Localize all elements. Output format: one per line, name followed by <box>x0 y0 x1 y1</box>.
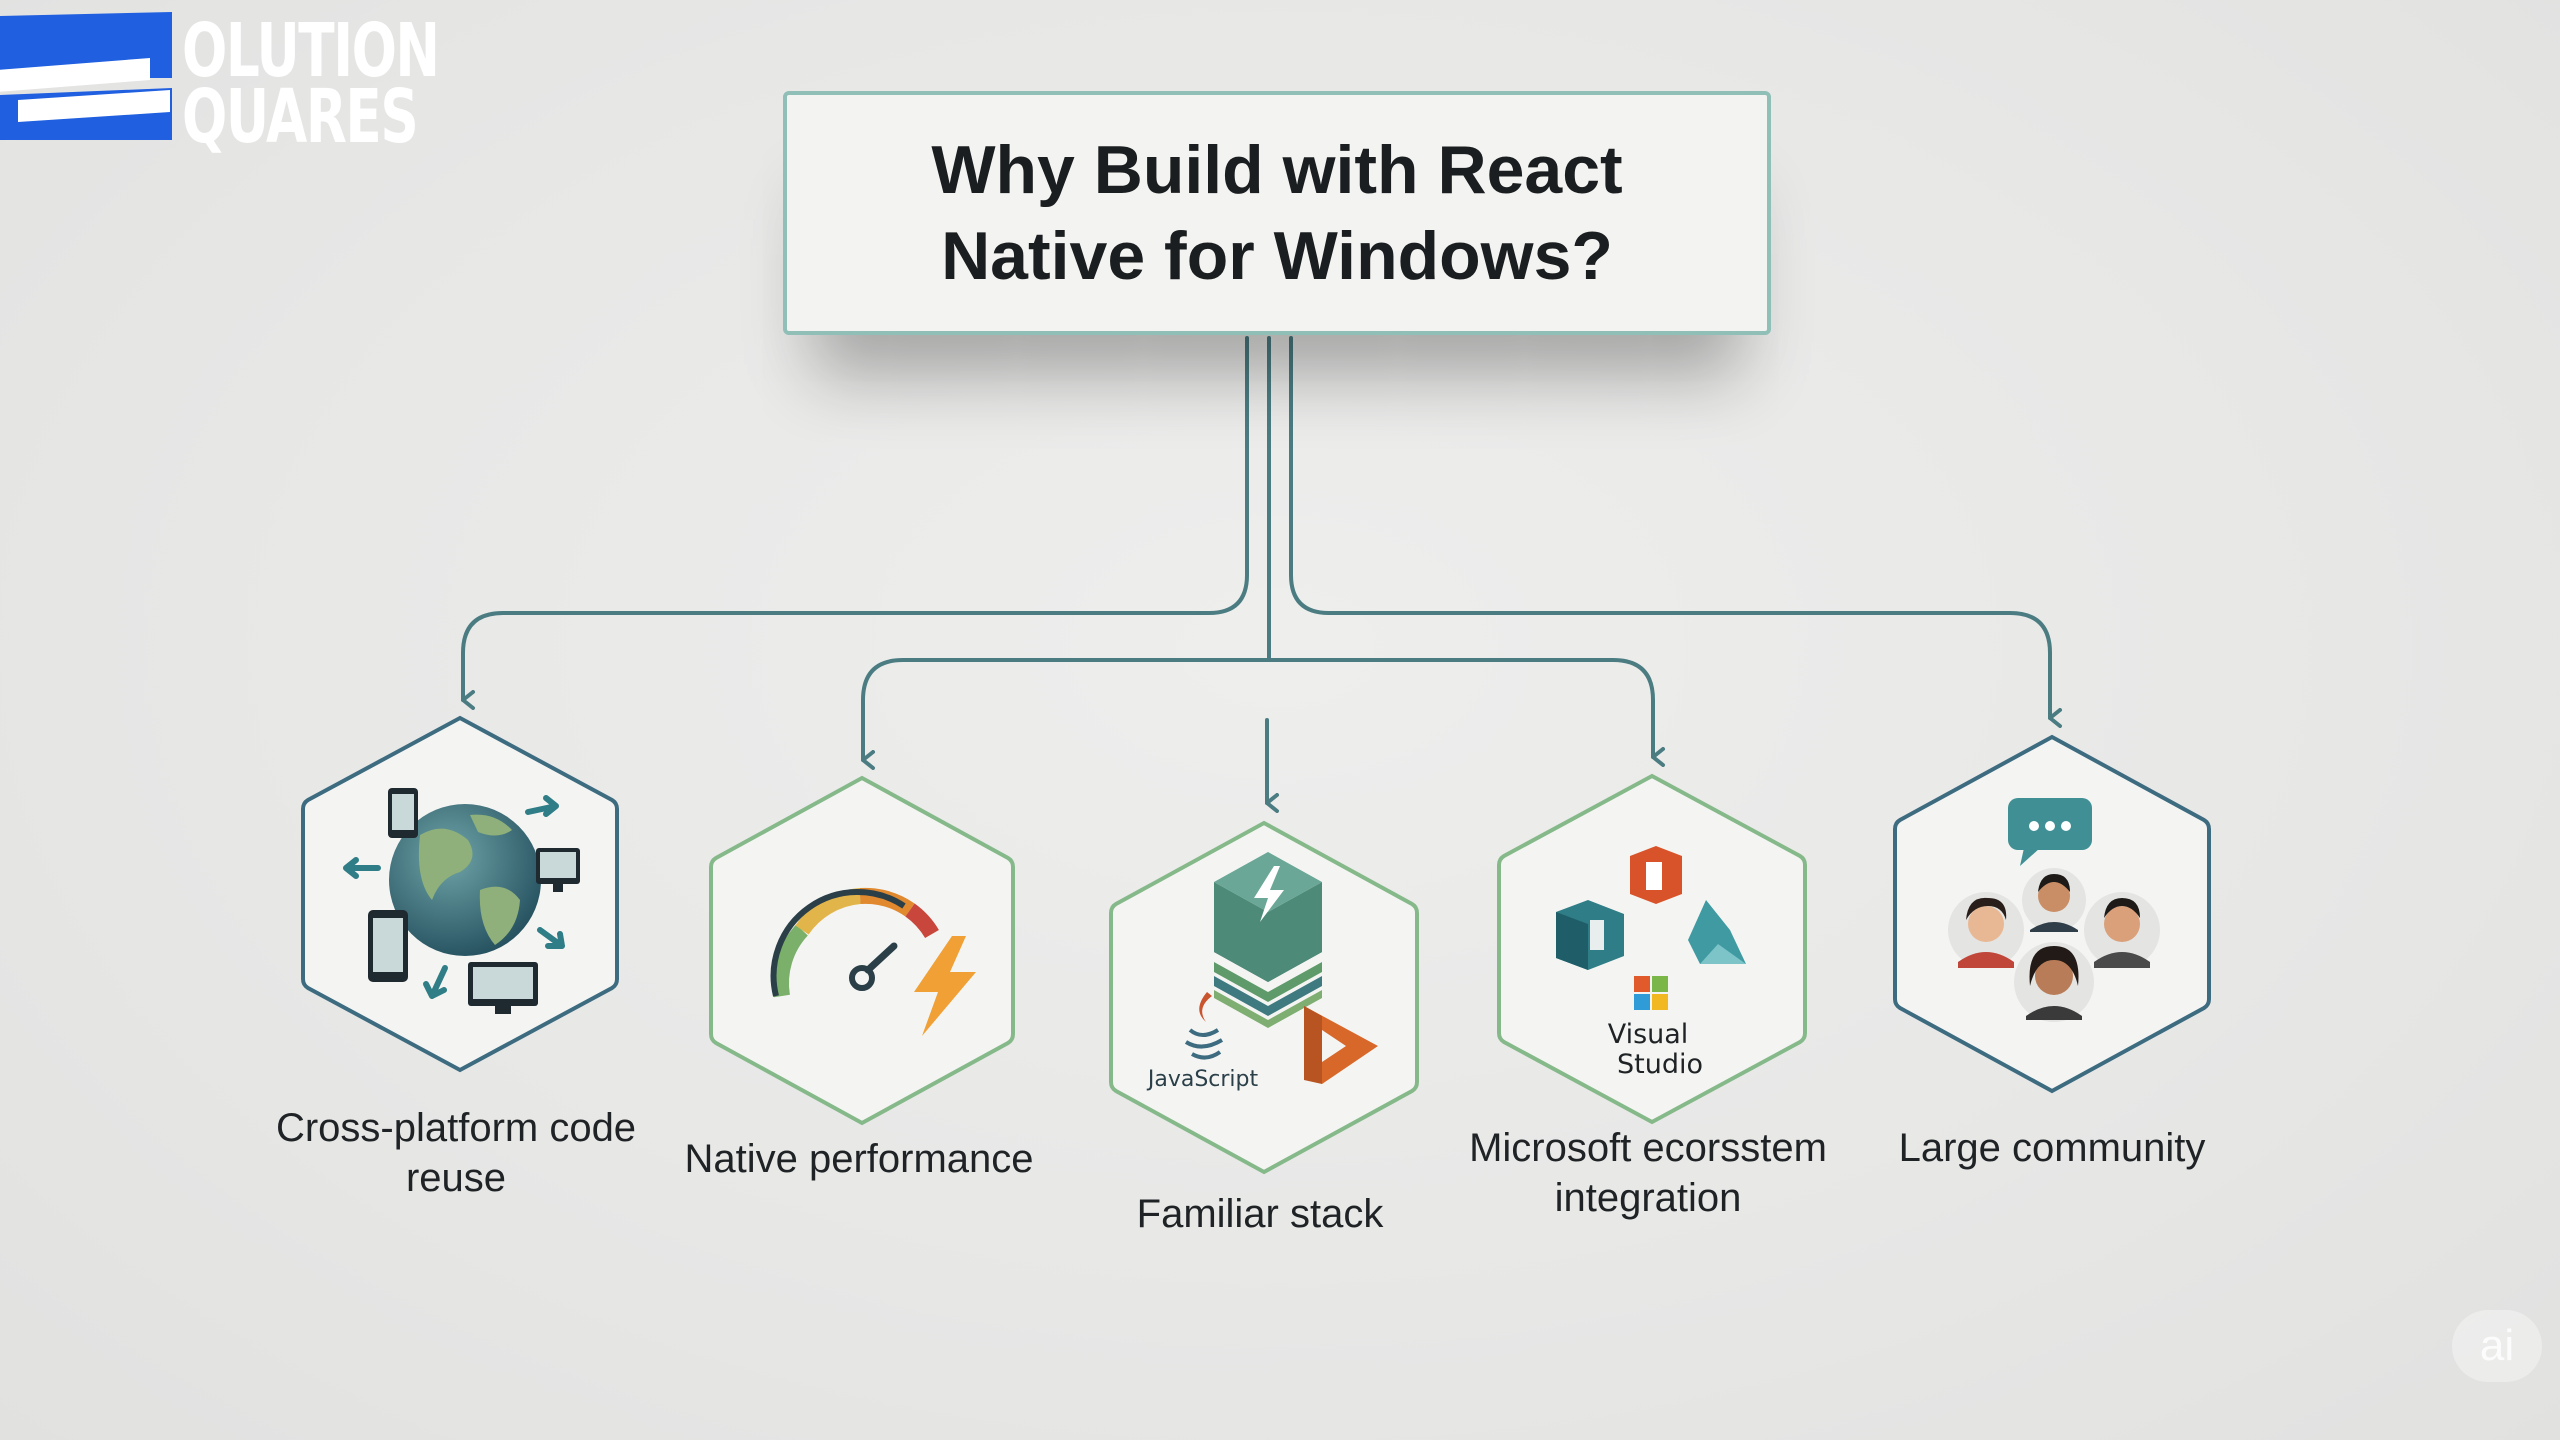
javascript-label: JavaScript <box>1146 1067 1259 1092</box>
logo-mark <box>0 12 172 140</box>
connector-microsoft <box>1267 658 1665 767</box>
connector-native-performance <box>861 658 1271 770</box>
connector-lines <box>461 336 2062 813</box>
connector-cross-platform <box>461 336 1249 710</box>
benefit-label-cross-platform: Cross-platform code reuse <box>275 1106 637 1200</box>
ai-badge: ai <box>2452 1310 2542 1382</box>
globe-devices-icon <box>343 788 580 1014</box>
hexagon-microsoft <box>1497 773 1807 1125</box>
benefit-label-familiar-stack: Familiar stack <box>1136 1192 1384 1236</box>
benefit-label-community: Large community <box>1898 1126 2206 1170</box>
visual-studio-label-line1: Visual <box>1608 1019 1689 1050</box>
visual-studio-label-line2: Studio <box>1617 1049 1703 1080</box>
title-box: Why Build with React Native for Windows? <box>783 91 1771 335</box>
tech-stack-icon <box>1184 852 1378 1084</box>
logo-text-line1: OLUTION <box>182 8 440 94</box>
hexagon-native-performance <box>709 775 1015 1126</box>
company-logo: OLUTION QUARES <box>0 8 440 154</box>
microsoft-apps-icon <box>1556 846 1746 1010</box>
benefit-label-microsoft: Microsoft ecorsstem integration <box>1469 1126 1827 1220</box>
connector-community <box>1289 336 2062 728</box>
diagram-title: Why Build with React Native for Windows? <box>931 132 1623 294</box>
community-people-icon <box>1948 798 2160 1022</box>
benefit-label-native-performance: Native performance <box>684 1137 1034 1181</box>
speedometer-bolt-icon <box>770 887 976 1036</box>
logo-text-line2: QUARES <box>182 74 419 160</box>
